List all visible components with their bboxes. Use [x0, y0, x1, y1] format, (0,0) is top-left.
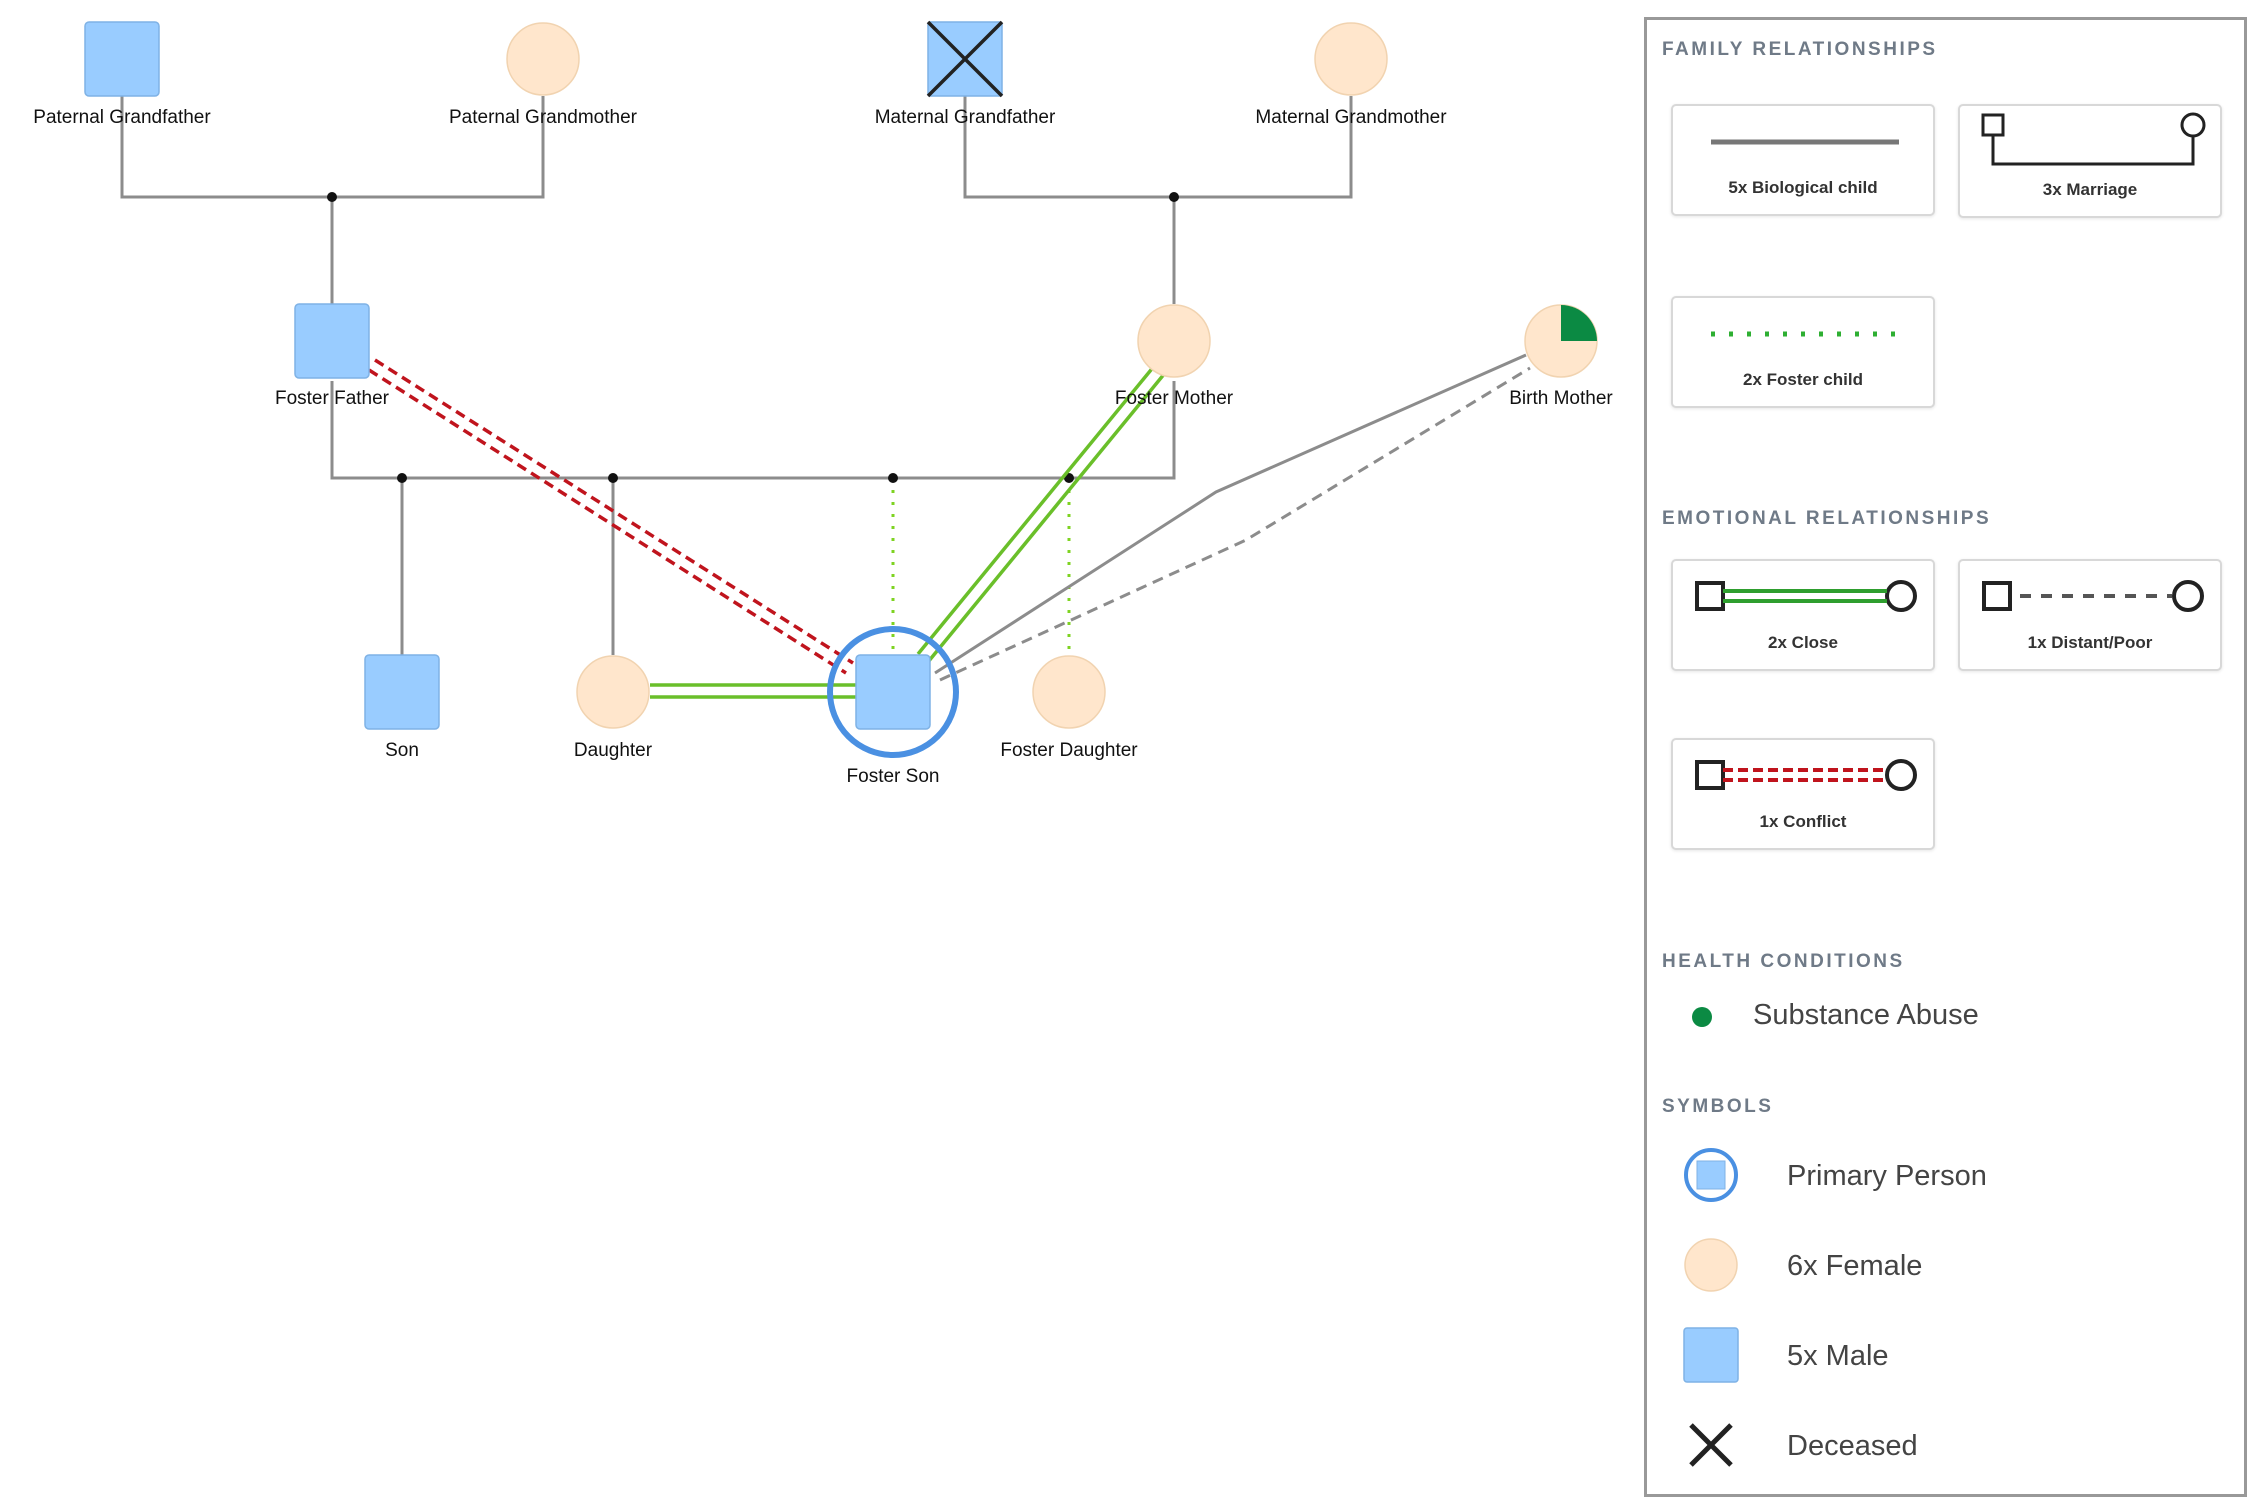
distant-line-icon	[1982, 580, 2204, 612]
substance-abuse-quadrant	[1561, 305, 1597, 341]
close-line-daughter	[650, 683, 860, 699]
female-circle-icon	[1684, 1238, 1738, 1292]
primary-person-ring	[827, 626, 959, 758]
close-line-icon	[1695, 580, 1917, 612]
health-item-substance-abuse[interactable]: Substance Abuse	[1681, 995, 2201, 1039]
deceased-x-icon	[926, 20, 1004, 98]
person-label: Foster Daughter	[1000, 740, 1138, 761]
conflict-line	[368, 358, 854, 675]
person-daughter[interactable]: Daughter	[574, 655, 653, 761]
legend-label: 2x Foster child	[1743, 370, 1863, 389]
symbol-primary-person[interactable]: Primary Person	[1681, 1145, 2201, 1205]
legend-card-distant[interactable]: 1x Distant/Poor	[1958, 559, 2222, 671]
primary-person-icon	[1684, 1148, 1738, 1202]
genogram-canvas: Paternal Grandfather Paternal Grandmothe…	[33, 20, 1613, 787]
emotional-relationships-title: EMOTIONAL RELATIONSHIPS	[1662, 508, 1992, 529]
male-square	[84, 21, 160, 97]
junction-dot	[608, 473, 618, 483]
person-foster-father[interactable]: Foster Father	[275, 303, 390, 409]
legend-card-conflict[interactable]: 1x Conflict	[1671, 738, 1935, 850]
legend-card-biological[interactable]: 5x Biological child	[1671, 104, 1935, 216]
family-relationships-title: FAMILY RELATIONSHIPS	[1662, 39, 1938, 60]
biological-line-icon	[1711, 139, 1899, 145]
person-label: Paternal Grandmother	[449, 107, 638, 128]
female-circle	[1137, 304, 1211, 378]
male-square	[364, 654, 440, 730]
legend-label: Substance Abuse	[1753, 999, 1979, 1031]
person-label: Daughter	[574, 740, 653, 761]
person-foster-mother[interactable]: Foster Mother	[1115, 304, 1234, 409]
substance-abuse-dot-icon	[1692, 1007, 1712, 1027]
legend-label: 5x Biological child	[1728, 178, 1878, 197]
legend-label: Primary Person	[1787, 1160, 1987, 1192]
junction-dot	[1169, 192, 1179, 202]
birth-mother-link-solid	[934, 353, 1527, 675]
female-circle	[576, 655, 650, 729]
junction-dot	[327, 192, 337, 202]
male-square-icon	[1683, 1327, 1739, 1383]
symbols-title: SYMBOLS	[1662, 1096, 1774, 1117]
person-label: Foster Son	[847, 766, 940, 787]
junction-dot	[888, 473, 898, 483]
female-circle	[1314, 22, 1388, 96]
legend-label: 5x Male	[1787, 1340, 1889, 1372]
male-square	[294, 303, 370, 379]
deceased-x-icon	[1689, 1423, 1733, 1467]
legend-label: 1x Distant/Poor	[2027, 633, 2153, 652]
person-label: Foster Father	[275, 388, 390, 409]
female-circle	[1032, 655, 1106, 729]
person-son[interactable]: Son	[364, 654, 440, 761]
legend-panel: FAMILY RELATIONSHIPS 5x Biological child…	[1644, 17, 2247, 1497]
legend-label: 3x Marriage	[2042, 180, 2138, 199]
junction-dot	[397, 473, 407, 483]
legend-label: 6x Female	[1787, 1250, 1923, 1282]
distant-poor-line	[939, 366, 1531, 682]
person-paternal-grandmother[interactable]: Paternal Grandmother	[449, 22, 638, 128]
health-conditions-title: HEALTH CONDITIONS	[1662, 951, 1905, 972]
person-foster-son[interactable]: Foster Son	[827, 626, 959, 787]
marriage-line-foster-parents	[330, 381, 1176, 480]
person-label: Foster Mother	[1115, 388, 1234, 409]
symbol-male[interactable]: 5x Male	[1681, 1325, 2201, 1385]
person-label: Maternal Grandmother	[1255, 107, 1447, 128]
person-maternal-grandmother[interactable]: Maternal Grandmother	[1255, 22, 1447, 128]
legend-label: Deceased	[1787, 1430, 1918, 1462]
symbol-female[interactable]: 6x Female	[1681, 1235, 2201, 1295]
legend-card-foster[interactable]: 2x Foster child	[1671, 296, 1935, 408]
person-label: Paternal Grandfather	[33, 107, 211, 128]
foster-line-icon	[1711, 331, 1899, 337]
person-birth-mother[interactable]: Birth Mother	[1509, 304, 1613, 409]
female-circle	[506, 22, 580, 96]
marriage-line-icon	[1981, 112, 2206, 166]
person-label: Son	[385, 740, 419, 761]
symbol-deceased[interactable]: Deceased	[1681, 1415, 2201, 1475]
legend-label: 2x Close	[1768, 633, 1838, 652]
legend-label: 1x Conflict	[1759, 812, 1847, 831]
person-label: Birth Mother	[1509, 388, 1613, 409]
person-maternal-grandfather[interactable]: Maternal Grandfather	[875, 20, 1056, 128]
junction-dots	[327, 192, 1179, 483]
conflict-line-icon	[1695, 759, 1917, 791]
person-foster-daughter[interactable]: Foster Daughter	[1000, 655, 1138, 761]
marriage-line-maternal-grandparents	[963, 96, 1353, 199]
legend-card-close[interactable]: 2x Close	[1671, 559, 1935, 671]
close-line-foster-mother	[916, 363, 1167, 664]
person-label: Maternal Grandfather	[875, 107, 1056, 128]
legend-card-marriage[interactable]: 3x Marriage	[1958, 104, 2222, 218]
person-paternal-grandfather[interactable]: Paternal Grandfather	[33, 21, 211, 128]
male-square	[855, 654, 931, 730]
